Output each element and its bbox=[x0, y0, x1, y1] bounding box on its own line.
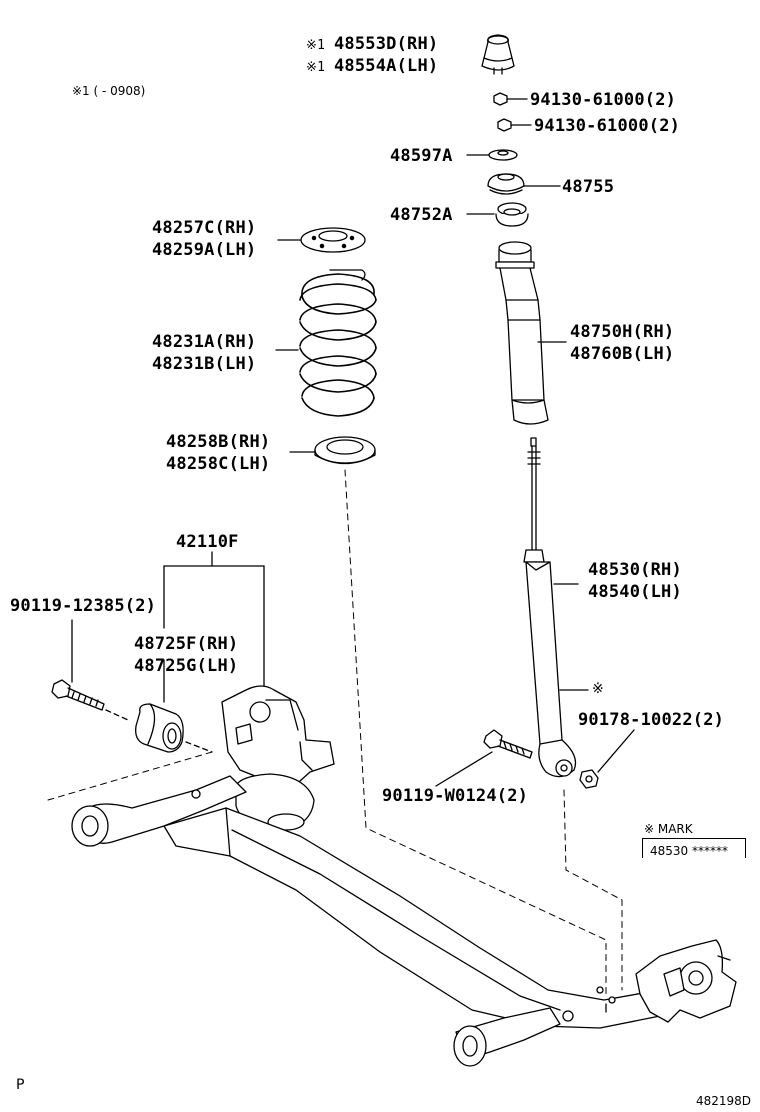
nut-lower bbox=[497, 118, 532, 132]
label-48597a: 48597A bbox=[390, 146, 453, 166]
label-48553d: 48553D(RH) bbox=[334, 34, 439, 54]
label-48540: 48540(LH) bbox=[588, 582, 682, 602]
label-48259a: 48259A(LH) bbox=[152, 240, 257, 260]
note-mark-rh: ※1 bbox=[306, 38, 326, 53]
shock-lower-nut bbox=[579, 729, 635, 789]
label-90119-12385: 90119-12385(2) bbox=[10, 596, 157, 616]
label-48750h: 48750H(RH) bbox=[570, 322, 675, 342]
note-range: ※1 ( - 0908) bbox=[72, 84, 146, 98]
label-48725f: 48725F(RH) bbox=[134, 634, 239, 654]
label-48257c: 48257C(RH) bbox=[152, 218, 257, 238]
label-90178: 90178-10022(2) bbox=[578, 710, 725, 730]
bushing bbox=[135, 659, 213, 753]
label-48554a: 48554A(LH) bbox=[334, 56, 439, 76]
note-mark-lh: ※1 bbox=[306, 60, 326, 75]
label-42110f: 42110F bbox=[176, 532, 239, 552]
label-94130-a: 94130-61000(2) bbox=[530, 90, 677, 110]
axle-beam bbox=[71, 685, 737, 1067]
diagram-id: 482198D bbox=[696, 1094, 752, 1108]
mark-title: ※ MARK bbox=[644, 822, 693, 836]
label-48530: 48530(RH) bbox=[588, 560, 682, 580]
label-48760b: 48760B(LH) bbox=[570, 344, 675, 364]
shock-lower-bolt bbox=[435, 729, 533, 787]
label-48258b: 48258B(RH) bbox=[166, 432, 271, 452]
lower-spring-seat bbox=[289, 436, 376, 465]
bushing-bolt bbox=[51, 619, 129, 721]
nut-upper bbox=[493, 92, 528, 106]
label-48755: 48755 bbox=[562, 177, 615, 197]
label-48231b: 48231B(LH) bbox=[152, 354, 257, 374]
mark-value: 48530 ****** bbox=[650, 844, 728, 858]
label-48258c: 48258C(LH) bbox=[166, 454, 271, 474]
corner-p: P bbox=[16, 1077, 25, 1093]
label-48725g: 48725G(LH) bbox=[134, 656, 239, 676]
bump-stopper bbox=[481, 34, 515, 75]
label-48752a: 48752A bbox=[390, 205, 453, 225]
label-94130-b: 94130-61000(2) bbox=[534, 116, 681, 136]
mark-legend bbox=[642, 820, 746, 858]
upper-spring-seat bbox=[277, 227, 366, 253]
alignment-lines bbox=[47, 469, 623, 997]
cushion-lower bbox=[466, 202, 529, 227]
label-48231a: 48231A(RH) bbox=[152, 332, 257, 352]
coil-spring bbox=[275, 269, 377, 417]
cushion-upper bbox=[487, 173, 561, 195]
ref-mark-symbol: ※ bbox=[592, 681, 604, 697]
dust-boot bbox=[495, 241, 567, 425]
shock-absorber bbox=[523, 437, 589, 778]
label-90119-w0124: 90119-W0124(2) bbox=[382, 786, 529, 806]
washer bbox=[466, 149, 518, 161]
assembly-leader bbox=[163, 551, 265, 697]
